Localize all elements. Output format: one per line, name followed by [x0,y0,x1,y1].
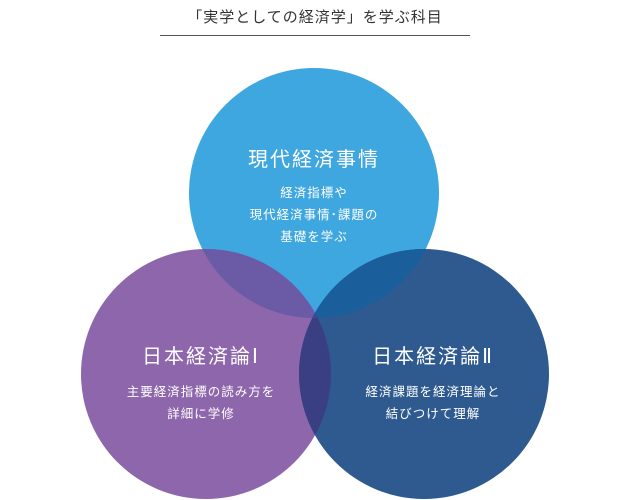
heading-underline [160,35,470,36]
left-desc-line-2: 詳細に学修 [167,406,235,421]
circle-top [189,68,439,318]
left-circle-title: 日本経済論Ⅰ [142,344,260,368]
circle-right [299,249,549,499]
right-desc-line-2: 結びつけて理解 [385,406,481,421]
top-desc-line-2: 現代経済事情･課題の [249,207,379,222]
right-circle-desc: 経済課題を経済理論と 結びつけて理解 [328,381,538,425]
right-desc-line-1: 経済課題を経済理論と [365,384,501,399]
top-desc-line-1: 経済指標や [280,185,348,200]
top-circle-desc: 経済指標や 現代経済事情･課題の 基礎を学ぶ [214,182,414,248]
left-circle-desc: 主要経済指標の読み方を 詳細に学修 [96,381,306,425]
left-circle-label: 日本経済論Ⅰ 主要経済指標の読み方を 詳細に学修 [96,340,306,425]
right-circle-title: 日本経済論Ⅱ [372,344,494,368]
left-desc-line-1: 主要経済指標の読み方を [126,384,276,399]
top-circle-title: 現代経済事情 [248,147,380,171]
diagram-heading: 「実学としての経済学」を学ぶ科目 [187,8,443,26]
top-circle-label: 現代経済事情 経済指標や 現代経済事情･課題の 基礎を学ぶ [214,143,414,248]
circle-left [81,249,331,499]
top-desc-line-3: 基礎を学ぶ [280,229,348,244]
right-circle-label: 日本経済論Ⅱ 経済課題を経済理論と 結びつけて理解 [328,340,538,425]
